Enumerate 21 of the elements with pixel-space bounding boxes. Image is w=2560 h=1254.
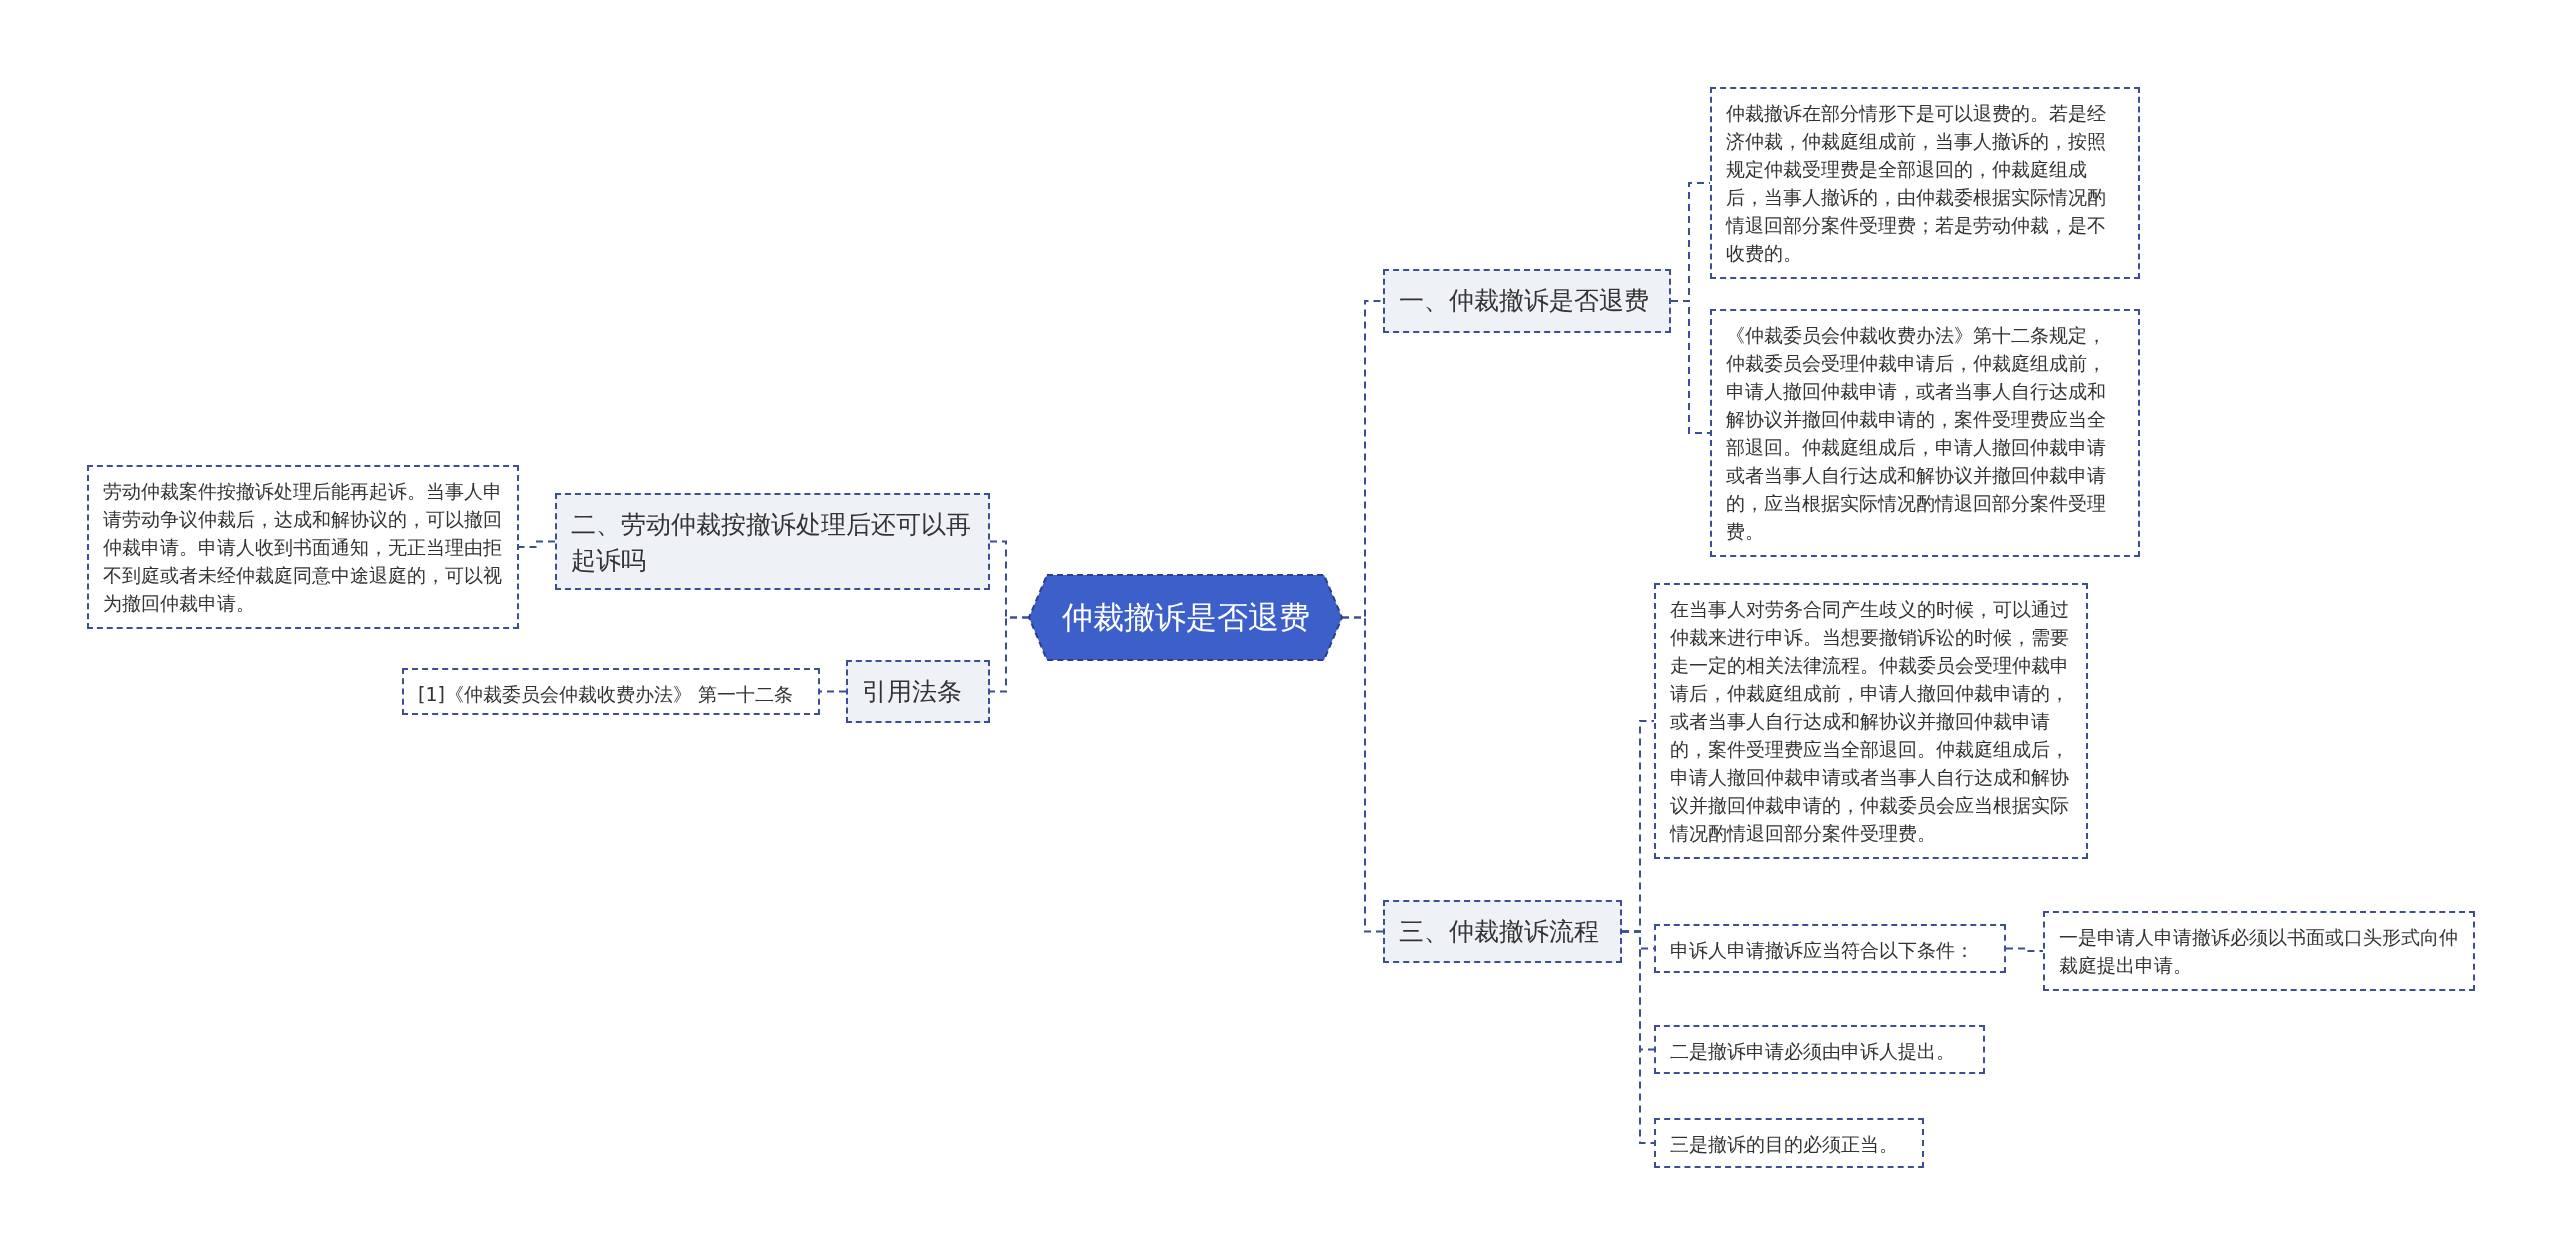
connector-line: [989, 616, 1030, 693]
note-box: 二是撤诉申请必须由申诉人提出。: [1654, 1025, 1985, 1074]
note-box: 仲裁撤诉在部分情形下是可以退费的。若是经济仲裁，仲裁庭组成前，当事人撤诉的，按照规定仲裁受理费是全部退回的，仲裁庭组成后，当事人撤诉的，由仲裁委根据实际情况酌情退回部分案件受理费；若是劳动仲裁，是不收费的。: [1710, 87, 2140, 279]
note-box: 劳动仲裁案件按撤诉处理后能再起诉。当事人申请劳动争议仲裁后，达成和解协议的，可以撤回仲裁申请。申请人收到书面通知，无正当理由拒不到庭或者未经仲裁庭同意中途退庭的，可以视为撤回仲裁申请。: [87, 465, 519, 629]
note-box: 一是申请人申请撤诉必须以书面或口头形式向仲裁庭提出申请。: [2043, 911, 2475, 991]
note-box: 申诉人申请撤诉应当符合以下条件：: [1654, 924, 2006, 973]
note-box: 《仲裁委员会仲裁收费办法》第十二条规定，仲裁委员会受理仲裁申请后，仲裁庭组成前，申请人撤回仲裁申请，或者当事人自行达成和解协议并撤回仲裁申请的，案件受理费应当全部退回。仲裁庭组成后，申请人撤回仲裁申请或者当事人自行达成和解协议并撤回仲裁申请的，应当根据实际情况酌情退回部分案件受理费。: [1710, 309, 2140, 557]
note-box: 在当事人对劳务合同产生歧义的时候，可以通过仲裁来进行申诉。当想要撤销诉讼的时候，需要走一定的相关法律流程。仲裁委员会受理仲裁申请后，仲裁庭组成前，申请人撤回仲裁申请的，或者当事人自行达成和解协议并撤回仲裁申请的，案件受理费应当全部退回。仲裁庭组成后，申请人撤回仲裁申请或者当事人自行达成和解协议并撤回仲裁申请的，仲裁委员会应当根据实际情况酌情退回部分案件受理费。: [1654, 583, 2088, 859]
connector-line: [518, 540, 556, 548]
topic-box: 引用法条: [846, 660, 990, 723]
connector-line: [1341, 616, 1384, 933]
connector-line: [1621, 930, 1655, 1144]
central-topic: 仲裁撤诉是否退费: [1029, 575, 1342, 660]
connector-line: [2005, 947, 2044, 952]
topic-box: 一、仲裁撤诉是否退费: [1383, 269, 1671, 333]
connector-line: [1670, 300, 1711, 434]
note-box: 三是撤诉的目的必须正当。: [1654, 1118, 1924, 1168]
connector-line: [819, 690, 847, 693]
topic-box: 二、劳动仲裁按撤诉处理后还可以再起诉吗: [555, 493, 990, 590]
note-box: [1]《仲裁委员会仲裁收费办法》 第一十二条: [402, 668, 820, 715]
topic-box: 三、仲裁撤诉流程: [1383, 900, 1622, 963]
